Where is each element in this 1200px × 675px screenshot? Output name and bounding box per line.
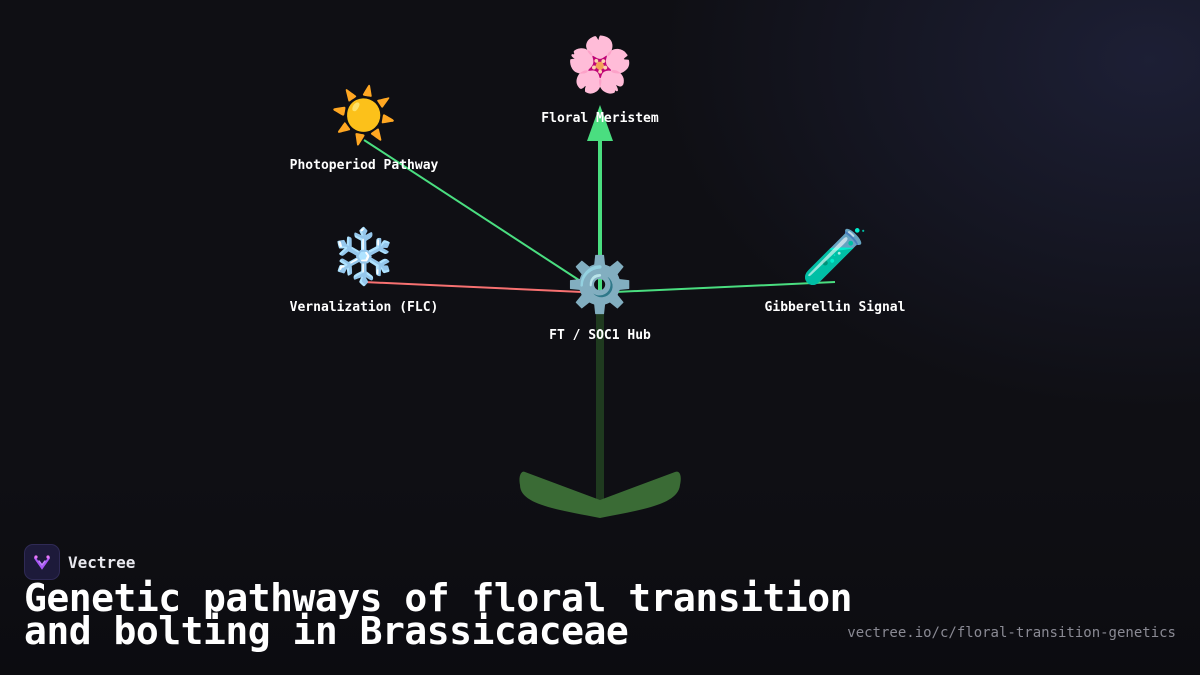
- edge-photoperiod-to-hub: [363, 139, 586, 285]
- plant-leaves: [519, 471, 681, 518]
- brand-name: Vectree: [68, 552, 136, 572]
- edge-vernalization-to-hub: [363, 281, 583, 293]
- label-gibberellin: Gibberellin Signal: [764, 300, 906, 315]
- source-url[interactable]: vectree.io/c/floral-transition-genetics: [847, 625, 1176, 641]
- page-title: Genetic pathways of floral transition an…: [24, 576, 852, 653]
- vectree-logo-icon: [24, 544, 60, 580]
- brand[interactable]: Vectree: [24, 544, 135, 580]
- label-vernalization: Vernalization (FLC): [289, 300, 439, 315]
- cherry-blossom-icon: 🌸: [566, 33, 634, 96]
- test-tube-icon: 🧪: [801, 225, 869, 288]
- gear-icon: ⚙️: [566, 253, 634, 316]
- arrowhead-meristem: [587, 105, 613, 141]
- snowflake-icon: ❄️: [330, 225, 398, 288]
- label-photoperiod: Photoperiod Pathway: [289, 158, 439, 173]
- sun-icon: ☀️: [330, 84, 398, 147]
- label-floral-meristem: Floral Meristem: [541, 111, 659, 126]
- label-hub: FT / SOC1 Hub: [549, 328, 651, 343]
- edge-gibberellin-to-hub: [614, 281, 836, 293]
